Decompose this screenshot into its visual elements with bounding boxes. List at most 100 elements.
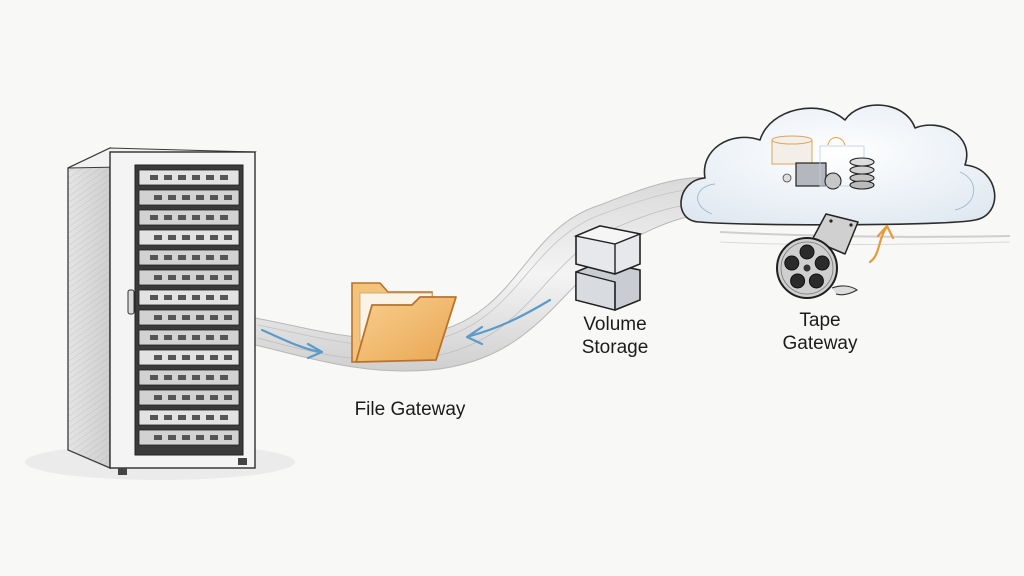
rack-port xyxy=(206,215,214,220)
storage-box-icon xyxy=(782,162,842,190)
rack-port xyxy=(154,435,162,440)
rack-port xyxy=(210,355,218,360)
rack-port xyxy=(164,175,172,180)
rack-port xyxy=(182,355,190,360)
rack-port xyxy=(206,295,214,300)
rack-port xyxy=(206,255,214,260)
rack-port xyxy=(168,395,176,400)
rack-port xyxy=(154,315,162,320)
rack-port xyxy=(164,295,172,300)
rack-port xyxy=(182,435,190,440)
rack-port xyxy=(220,215,228,220)
server-rack-icon xyxy=(25,146,295,480)
rack-unit xyxy=(138,169,240,186)
tape-gateway-label-line1: Tape xyxy=(799,310,841,331)
film-reel-icon xyxy=(776,213,859,299)
rack-port xyxy=(168,195,176,200)
rack-port xyxy=(168,315,176,320)
rack-port xyxy=(182,275,190,280)
rack-port xyxy=(220,335,228,340)
rack-unit xyxy=(138,209,240,226)
rack-port xyxy=(206,175,214,180)
reel-hole xyxy=(808,273,824,289)
arrow-volume-to-file-gateway xyxy=(465,298,552,346)
disk-stack-icon xyxy=(819,136,875,190)
rack-port xyxy=(150,375,158,380)
rack-port xyxy=(210,275,218,280)
rack-port xyxy=(192,295,200,300)
rack-port xyxy=(220,375,228,380)
rack-port xyxy=(196,395,204,400)
rack-port xyxy=(224,315,232,320)
rack-unit xyxy=(138,249,240,266)
rack-port xyxy=(210,435,218,440)
rack-port xyxy=(182,195,190,200)
rack-port xyxy=(224,395,232,400)
rack-port xyxy=(164,255,172,260)
rack-port xyxy=(224,435,232,440)
rack-port xyxy=(192,255,200,260)
rack-port xyxy=(192,175,200,180)
rack-port xyxy=(150,215,158,220)
rack-port xyxy=(154,395,162,400)
rack-port xyxy=(210,315,218,320)
rack-port xyxy=(206,415,214,420)
rack-units xyxy=(138,169,240,446)
rack-port xyxy=(154,355,162,360)
rack-port xyxy=(178,215,186,220)
rack-port xyxy=(224,355,232,360)
rack-port xyxy=(178,335,186,340)
rack-port xyxy=(196,195,204,200)
tape-gateway-label: Tape Gateway xyxy=(760,309,880,355)
rack-port xyxy=(154,275,162,280)
rack-port xyxy=(168,235,176,240)
rack-port xyxy=(196,435,204,440)
rack-port xyxy=(182,395,190,400)
rack-port xyxy=(182,315,190,320)
rack-port xyxy=(220,255,228,260)
rack-port xyxy=(210,235,218,240)
reel-hole xyxy=(790,273,806,289)
folder-icon xyxy=(351,282,457,363)
rack-port xyxy=(164,415,172,420)
rack-port xyxy=(224,235,232,240)
rack-port xyxy=(150,295,158,300)
cloud-icon xyxy=(680,104,996,226)
rack-port xyxy=(168,355,176,360)
rack-port xyxy=(210,395,218,400)
rack-unit xyxy=(138,329,240,346)
rack-port xyxy=(192,335,200,340)
volume-storage-label-line2: Storage xyxy=(581,337,649,358)
rack-port xyxy=(220,295,228,300)
rack-port xyxy=(150,335,158,340)
reel-hole xyxy=(814,255,830,271)
rack-port xyxy=(150,415,158,420)
arrow-tape-to-cloud xyxy=(868,224,895,264)
rack-port xyxy=(192,375,200,380)
rack-port xyxy=(192,215,200,220)
arrow-rack-to-file-gateway xyxy=(260,328,324,360)
rack-port xyxy=(210,195,218,200)
rack-port xyxy=(178,375,186,380)
rack-port xyxy=(168,435,176,440)
rack-port xyxy=(178,415,186,420)
rack-port xyxy=(150,255,158,260)
reel-hole xyxy=(784,255,800,271)
rack-port xyxy=(196,315,204,320)
rack-port xyxy=(154,235,162,240)
rack-port xyxy=(220,175,228,180)
rack-port xyxy=(196,235,204,240)
volume-storage-label: Volume Storage xyxy=(560,313,670,359)
rack-port xyxy=(168,275,176,280)
database-icon xyxy=(771,135,813,165)
rack-unit xyxy=(138,369,240,386)
rack-port xyxy=(224,275,232,280)
rack-port xyxy=(178,255,186,260)
rack-port xyxy=(196,275,204,280)
rack-port xyxy=(164,375,172,380)
rack-unit xyxy=(138,409,240,426)
rack-port xyxy=(224,195,232,200)
rack-port xyxy=(164,215,172,220)
rack-port xyxy=(206,335,214,340)
rack-port xyxy=(178,295,186,300)
